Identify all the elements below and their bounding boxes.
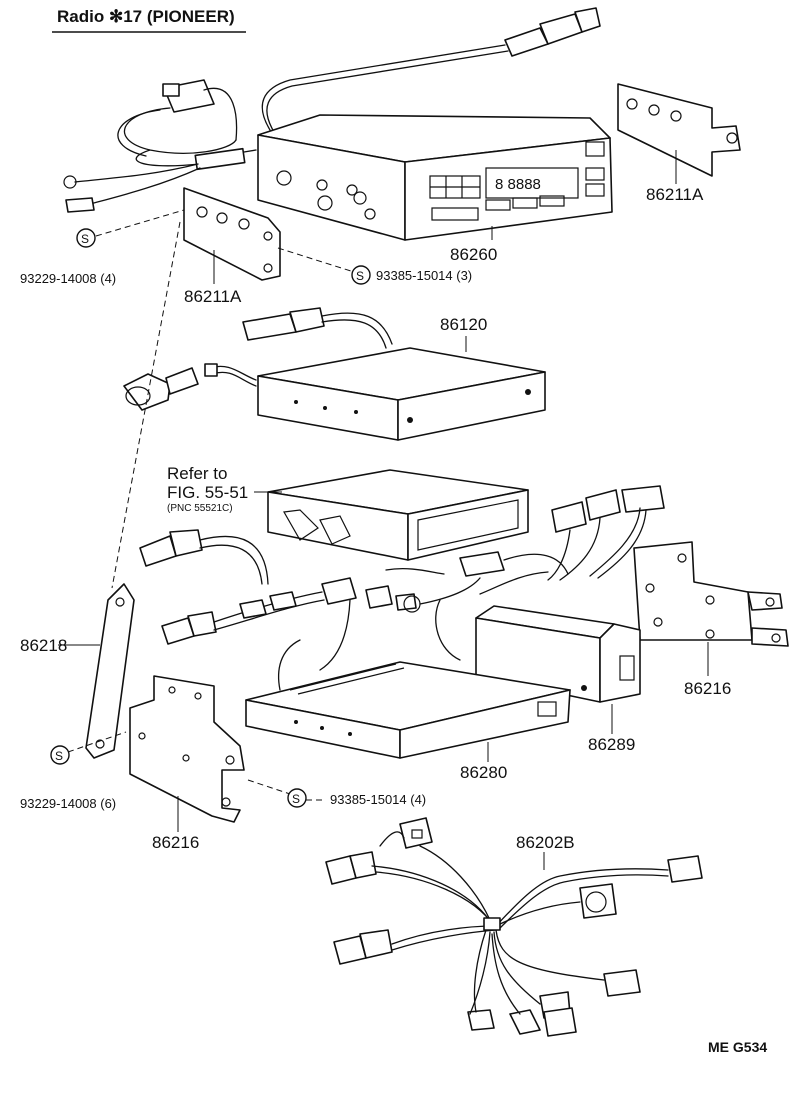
callout-93229-bottom: 93229-14008 (6): [20, 796, 116, 811]
middle-wiring: [139, 529, 569, 691]
callout-86216-left: 86216: [152, 833, 199, 852]
diagram-title: Radio ✻17 (PIONEER): [57, 7, 235, 26]
bracket-86211A-left: [183, 187, 281, 281]
callout-86211A-top: 86211A: [646, 185, 704, 204]
power-lead: [63, 79, 257, 213]
unit-86280: [245, 661, 571, 759]
svg-text:S: S: [292, 792, 300, 806]
screw-symbol-93229-top: S: [76, 228, 96, 248]
callout-86218: 86218: [20, 636, 67, 655]
display-digits: 8 8888: [495, 176, 541, 193]
callout-86289: 86289: [588, 735, 635, 754]
svg-text:S: S: [81, 232, 89, 246]
bracket-86216-left: [129, 675, 245, 823]
callout-86120: 86120: [440, 315, 487, 334]
unit-86120: [204, 307, 546, 441]
bracket-86218: [85, 583, 135, 759]
screw-symbol-93385-bottom: S: [287, 788, 307, 808]
callout-86260: 86260: [450, 245, 497, 264]
svg-text:S: S: [55, 749, 63, 763]
screw-symbol-93385-top: S: [351, 265, 371, 285]
wiring-connectors-upper: [547, 485, 665, 581]
figure-code: ME G534: [708, 1039, 767, 1055]
antenna-cable: [261, 7, 601, 133]
antenna-plug: [123, 367, 199, 411]
bracket-86211A-right: [617, 83, 741, 177]
pnc-ref-label: (PNC 55521C): [167, 503, 233, 514]
wire-harness-86202B: [325, 817, 703, 1037]
callout-93385-top: 93385-15014 (3): [376, 268, 472, 283]
callout-86202B: 86202B: [516, 833, 575, 852]
fig-ref-label: FIG. 55-51: [167, 483, 248, 502]
callout-86280: 86280: [460, 763, 507, 782]
bracket-86216-right: [633, 541, 789, 647]
callout-86216-right: 86216: [684, 679, 731, 698]
refer-to-label: Refer to: [167, 464, 227, 483]
head-unit-86260: 8 8888: [257, 114, 613, 241]
callout-86211A-left: 86211A: [184, 287, 242, 306]
callout-93385-bottom: 93385-15014 (4): [330, 792, 426, 807]
callout-93229-top: 93229-14008 (4): [20, 271, 116, 286]
pocket-tray: [267, 469, 529, 561]
screw-symbol-93229-bottom: S: [50, 745, 70, 765]
svg-text:S: S: [356, 269, 364, 283]
